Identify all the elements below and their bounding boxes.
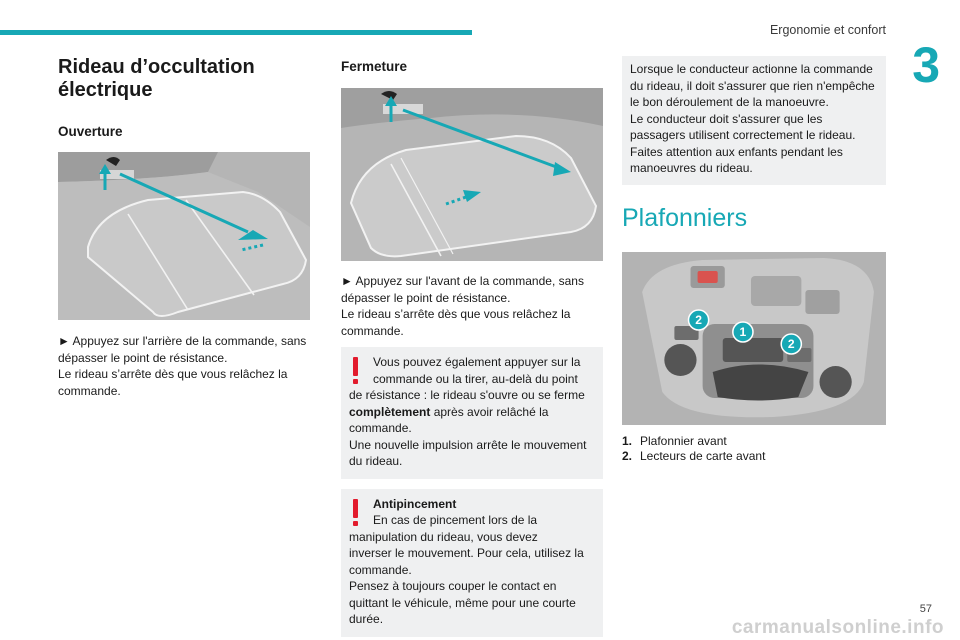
legend-number: 2. bbox=[622, 449, 633, 463]
header-title: Ergonomie et confort bbox=[769, 23, 886, 37]
info-text-line: Faites attention aux enfants pendant les bbox=[630, 144, 843, 159]
warning-text-line: commande. bbox=[349, 562, 412, 577]
callout-marker-2-left: 2 bbox=[687, 308, 710, 331]
info-text-line: du rideau, il doit s'assurer que rien n'… bbox=[630, 78, 875, 93]
opening-illustration bbox=[58, 152, 310, 320]
header-accent-bar bbox=[0, 30, 472, 35]
info-text-line: le bon déroulement de la manoeuvre. bbox=[630, 95, 829, 109]
callout-label-2: 2 bbox=[695, 313, 702, 327]
warning-text-line: Une nouvelle impulsion arrête le mouveme… bbox=[349, 437, 587, 452]
opening-text-line: commande. bbox=[58, 383, 121, 398]
closing-illustration bbox=[341, 88, 603, 261]
opening-instructions: ► Appuyez sur l'arrière de la commande, … bbox=[58, 333, 310, 399]
closing-text-line: Le rideau s’arrête dès que vous relâchez… bbox=[341, 307, 571, 321]
ceiling-lights-legend: 1. Plafonnier avant 2. Lecteurs de carte… bbox=[622, 434, 886, 465]
warning-text-line: En cas de pincement lors de la bbox=[373, 513, 538, 527]
ceiling-lights-illustration-svg: 2 1 2 bbox=[622, 251, 886, 425]
warning-title: Antipincement bbox=[373, 496, 457, 511]
chapter-number: 3 bbox=[912, 37, 940, 93]
closing-text-line: commande. bbox=[341, 323, 404, 338]
closing-text-line: dépasser le point de résistance. bbox=[341, 290, 511, 305]
warning-text-line: quittant le véhicule, même pour une cour… bbox=[349, 595, 576, 610]
page-number: 57 bbox=[919, 603, 932, 615]
warning-icon bbox=[353, 498, 358, 526]
callout-marker-2-right: 2 bbox=[780, 332, 803, 355]
warning-text-line: manipulation du rideau, vous devez bbox=[349, 529, 538, 544]
opening-illustration-svg bbox=[58, 152, 310, 320]
callout-marker-1: 1 bbox=[732, 320, 754, 343]
warning-text-line: commande ou la tirer, au-delà du point bbox=[373, 371, 578, 386]
info-text-line: Le conducteur doit s'assurer que les bbox=[630, 111, 823, 126]
legend-item: 2. Lecteurs de carte avant bbox=[622, 449, 886, 465]
callout-label-1: 1 bbox=[740, 325, 747, 339]
section-title-line2: électrique bbox=[58, 79, 153, 101]
closing-instructions: ► Appuyez sur l'avant de la commande, sa… bbox=[341, 273, 603, 339]
warning-text-bold: complètement bbox=[349, 404, 431, 419]
warning-box-anti-pinch: Antipincement En cas de pincement lors d… bbox=[341, 488, 603, 637]
column-1: Rideau d’occultation électrique Ouvertur… bbox=[58, 56, 310, 399]
watermark: carmanualsonline.info bbox=[731, 617, 944, 638]
info-text-line: passagers utilisent correctement le ride… bbox=[630, 128, 856, 142]
warning-box-full-movement: Vous pouvez également appuyer sur la com… bbox=[341, 347, 603, 479]
section-title: Rideau d’occultation électrique bbox=[58, 56, 310, 102]
warning-text-line: de résistance : le rideau s'ouvre ou se … bbox=[349, 388, 585, 402]
opening-text-line: ► Appuyez sur l'arrière de la commande, … bbox=[58, 334, 307, 348]
column-2: Fermeture ► Appuyez sur l'avant de la co… bbox=[341, 56, 603, 637]
subtitle-opening: Ouverture bbox=[58, 124, 123, 139]
opening-text-line: Le rideau s’arrête dès que vous relâchez… bbox=[58, 367, 288, 381]
section-title-line1: Rideau d’occultation bbox=[58, 56, 255, 78]
legend-number: 1. bbox=[622, 433, 633, 448]
warning-text-line: commande. bbox=[349, 421, 412, 435]
warning-text-line: Vous pouvez également appuyer sur la bbox=[373, 355, 581, 369]
callout-label-2: 2 bbox=[788, 337, 795, 351]
section-title-ceiling-lights: Plafonniers bbox=[622, 203, 748, 232]
info-text-line: manoeuvres du rideau. bbox=[630, 161, 753, 175]
info-text-line: Lorsque le conducteur actionne la comman… bbox=[630, 62, 873, 76]
opening-text-line: dépasser le point de résistance. bbox=[58, 350, 228, 365]
warning-text-line: inverser le mouvement. Pour cela, utilis… bbox=[349, 546, 584, 560]
closing-text-line: ► Appuyez sur l'avant de la commande, sa… bbox=[341, 274, 584, 288]
warning-icon bbox=[353, 357, 358, 384]
warning-text-line: du rideau. bbox=[349, 454, 403, 468]
info-box-driver-responsibility: Lorsque le conducteur actionne la comman… bbox=[622, 56, 886, 185]
legend-label: Lecteurs de carte avant bbox=[640, 449, 766, 463]
warning-text-line: après avoir relâché la bbox=[430, 404, 549, 419]
legend-item: 1. Plafonnier avant bbox=[622, 434, 886, 450]
ceiling-lights-illustration: 2 1 2 bbox=[622, 251, 886, 425]
column-3: Lorsque le conducteur actionne la comman… bbox=[622, 56, 886, 465]
legend-label: Plafonnier avant bbox=[640, 433, 727, 448]
warning-text-line: durée. bbox=[349, 612, 384, 626]
subtitle-closing: Fermeture bbox=[341, 59, 408, 74]
closing-illustration-svg bbox=[341, 88, 603, 261]
warning-text-line: Pensez à toujours couper le contact en bbox=[349, 579, 557, 593]
